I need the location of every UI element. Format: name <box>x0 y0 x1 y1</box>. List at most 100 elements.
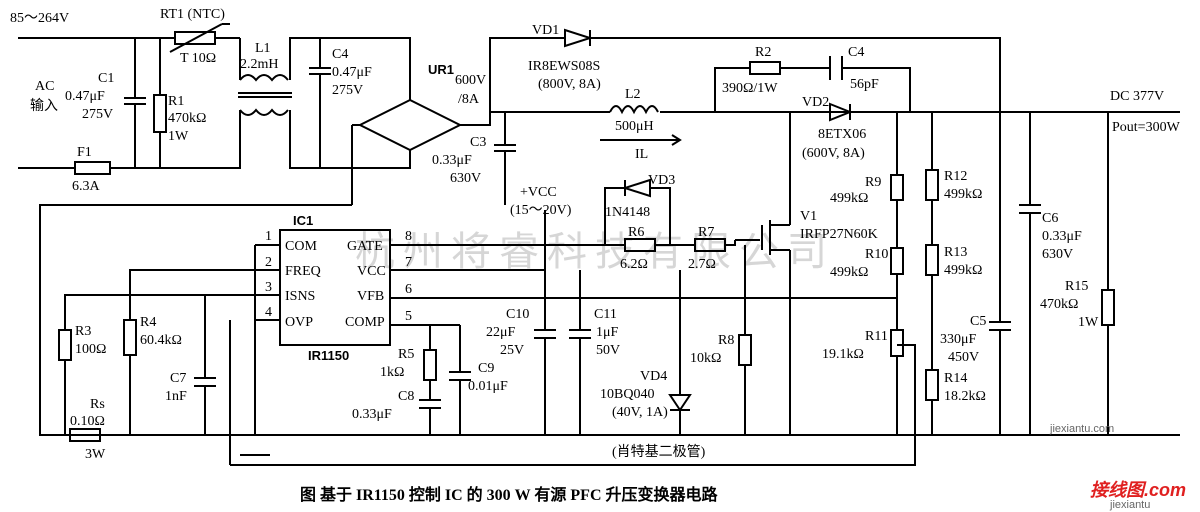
label-c10: C10 <box>506 307 529 322</box>
label-c4-snubber-value: 56pF <box>850 77 879 92</box>
v1 <box>735 220 790 255</box>
label-vd3-part: 1N4148 <box>605 205 650 220</box>
label-vd4: VD4 <box>640 369 667 384</box>
ic-right-pins <box>390 244 897 326</box>
label-r7-value: 2.7Ω <box>688 257 716 272</box>
label-r1-value: 470kΩ <box>168 111 206 126</box>
ovp-return <box>230 344 916 466</box>
c3 <box>494 112 516 205</box>
label-c1-voltage: 275V <box>82 107 113 122</box>
r14 <box>925 369 939 401</box>
rt1 <box>174 31 216 45</box>
pin-ovp: OVP <box>285 315 313 330</box>
r3 <box>58 329 72 361</box>
label-v1-part: IRFP27N60K <box>800 227 878 242</box>
label-vcc: +VCC <box>520 185 557 200</box>
label-rs: Rs <box>90 397 105 412</box>
label-f1: F1 <box>77 145 92 160</box>
label-l1: L1 <box>255 41 271 56</box>
label-c4-input-value: 0.47μF <box>332 65 372 80</box>
label-c9-value: 0.01μF <box>468 379 508 394</box>
site-watermark-small: jiexiantu.com <box>1049 423 1114 435</box>
snubber-wire <box>714 67 911 112</box>
label-r4-value: 60.4kΩ <box>140 333 182 348</box>
bridge-wires <box>351 37 565 205</box>
label-c8-value: 0.33μF <box>352 407 392 422</box>
ntc-arrow <box>169 23 230 53</box>
c10 <box>534 210 556 435</box>
label-schottky: (肖特基二极管) <box>612 443 706 460</box>
label-r8-value: 10kΩ <box>690 351 721 366</box>
label-r1: R1 <box>168 94 184 109</box>
label-c9: C9 <box>478 361 494 376</box>
label-c6: C6 <box>1042 211 1058 226</box>
label-vd3: VD3 <box>648 173 675 188</box>
label-c7-value: 1nF <box>165 389 187 404</box>
wire-l1-bottom <box>289 110 411 169</box>
label-c11-value: 1μF <box>596 325 619 340</box>
pin-gate: GATE <box>347 239 383 254</box>
label-r12: R12 <box>944 169 967 184</box>
r5 <box>423 349 437 381</box>
pin-number-8: 8 <box>405 229 412 244</box>
label-vd4-part: 10BQ040 <box>600 387 654 402</box>
l1-top <box>239 74 289 82</box>
label-input: 输入 <box>30 98 58 114</box>
c4-snubber <box>829 56 843 80</box>
label-c6-voltage: 630V <box>1042 247 1073 262</box>
label-vd1: VD1 <box>532 23 559 38</box>
label-rt1: RT1 (NTC) <box>160 7 225 22</box>
site-url: jiexiantu <box>1109 499 1150 511</box>
label-r12-value: 499kΩ <box>944 187 982 202</box>
ic-left-pins <box>255 244 280 321</box>
label-ic1-part: IR1150 <box>308 348 349 363</box>
label-r14: R14 <box>944 371 967 386</box>
rs <box>69 428 101 442</box>
label-rs-power: 3W <box>85 447 106 462</box>
label-r15-value: 470kΩ <box>1040 297 1078 312</box>
r2 <box>749 61 781 75</box>
vd4 <box>668 270 692 435</box>
vd1 <box>564 28 1001 112</box>
vd3 <box>621 178 651 198</box>
labels: 85～264V AC 输入 RT1 (NTC) T 10Ω L1 2.2mH C… <box>10 7 1181 462</box>
c9 <box>449 325 471 435</box>
pin-number-7: 7 <box>405 255 412 270</box>
label-r13-value: 499kΩ <box>944 263 982 278</box>
label-vd1-part: IR8EWS08S <box>528 59 600 74</box>
label-c5: C5 <box>970 314 986 329</box>
l1-core <box>238 92 292 98</box>
label-c11: C11 <box>594 307 617 322</box>
label-ur1: UR1 <box>428 62 454 77</box>
label-r11: R11 <box>865 329 888 344</box>
pin-vcc: VCC <box>357 264 386 279</box>
c4-input <box>309 38 331 168</box>
label-r6-value: 6.2Ω <box>620 257 648 272</box>
label-r1-power: 1W <box>168 129 189 144</box>
pin-comp: COMP <box>345 315 385 330</box>
figure-caption: 图 基于 IR1150 控制 IC 的 300 W 有源 PFC 升压变换器电路 <box>300 485 718 504</box>
freq-wire <box>129 269 255 435</box>
c6 <box>1019 112 1041 435</box>
label-rs-value: 0.10Ω <box>70 414 105 429</box>
label-dc-output: DC 377V <box>1110 89 1164 104</box>
label-r2-value: 390Ω/1W <box>722 81 778 96</box>
pin-number-3: 3 <box>265 280 272 295</box>
site-logo: 接线图.com <box>1090 480 1186 500</box>
label-r3: R3 <box>75 324 91 339</box>
label-il: IL <box>635 147 648 162</box>
label-r14-value: 18.2kΩ <box>944 389 986 404</box>
label-r11-value: 19.1kΩ <box>822 347 864 362</box>
pin-isns: ISNS <box>285 289 315 304</box>
label-v1: V1 <box>800 209 817 224</box>
label-r15: R15 <box>1065 279 1088 294</box>
pin-freq: FREQ <box>285 264 321 279</box>
label-c8: C8 <box>398 389 414 404</box>
label-pout: Pout=300W <box>1112 120 1181 135</box>
r9 <box>890 174 904 201</box>
pin-com: COM <box>285 239 317 254</box>
r4 <box>123 319 137 356</box>
label-f1-value: 6.3A <box>72 179 101 194</box>
comp-r5-c8 <box>419 325 441 435</box>
